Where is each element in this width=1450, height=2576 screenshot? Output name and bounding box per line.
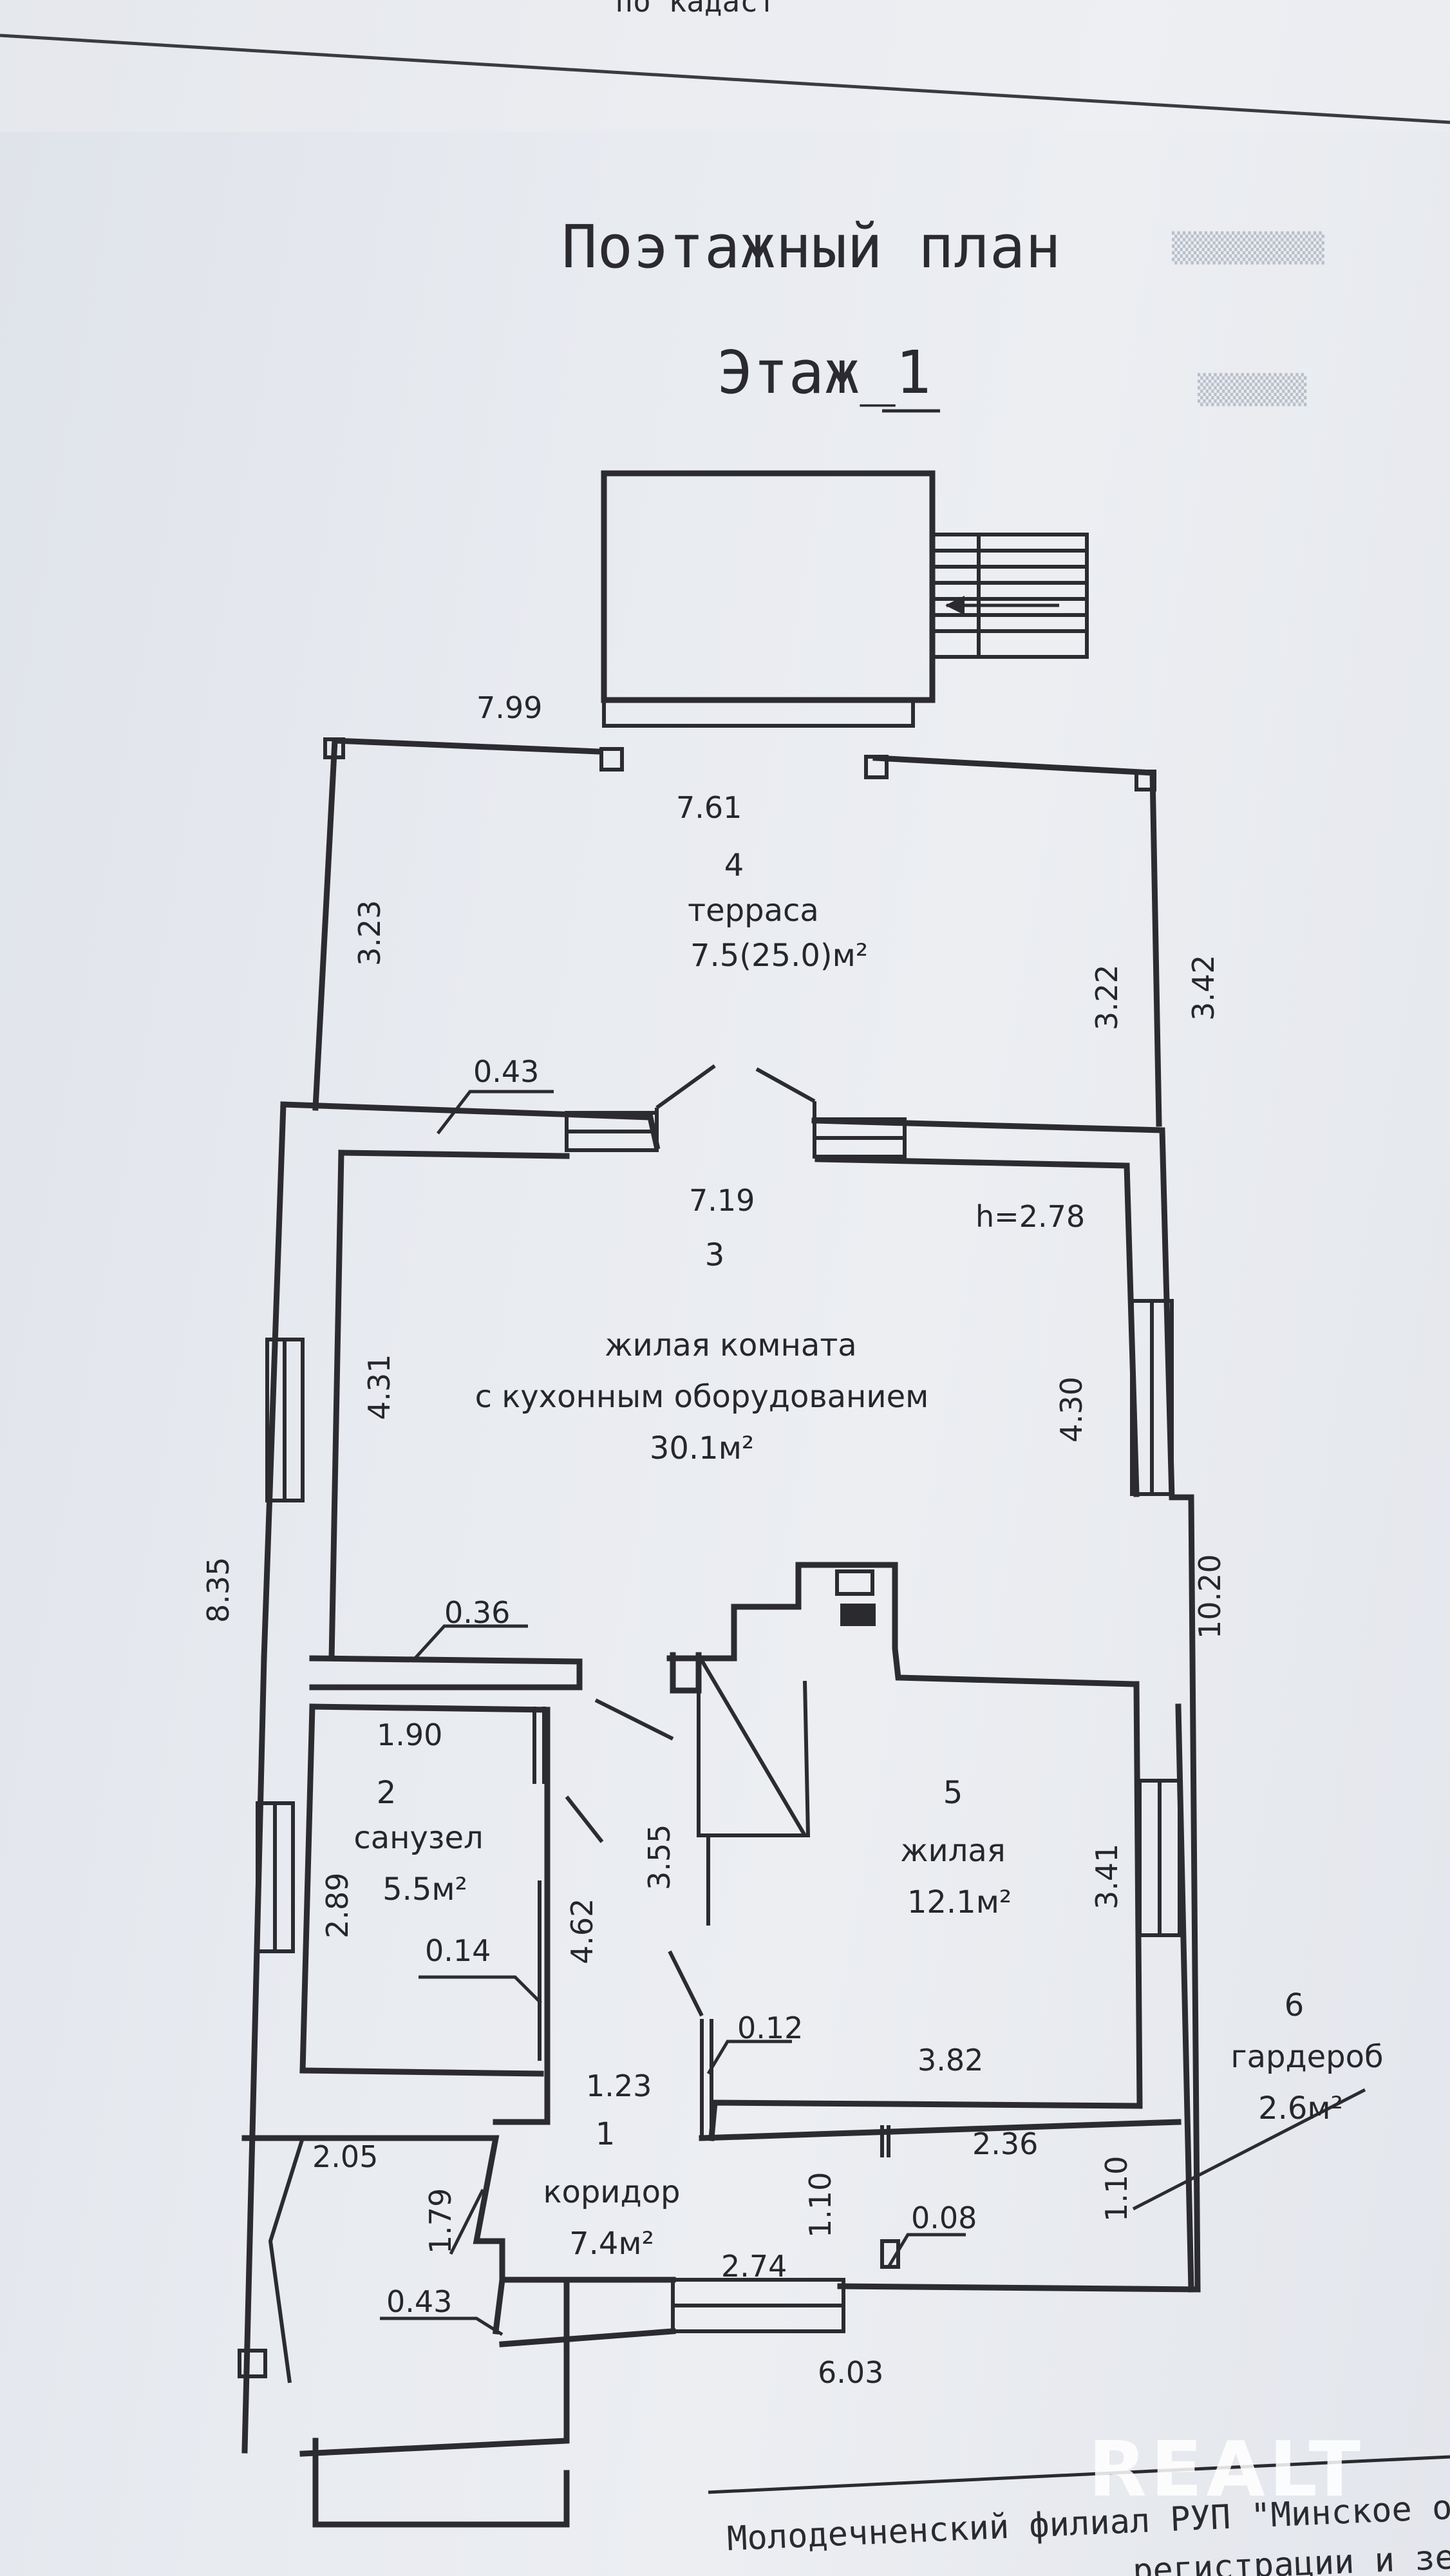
room-4-terrace-outline	[312, 737, 1162, 1127]
dim-0-08: 0.08	[911, 2201, 977, 2235]
room-6-area: 2.6м²	[1258, 2090, 1343, 2126]
room-6-number: 6	[1285, 1987, 1304, 2023]
dim-0-43-bottom: 0.43	[386, 2284, 452, 2319]
room-3-name-line1: жилая комната	[605, 1327, 856, 1363]
leader-lines	[380, 1090, 1366, 2336]
room-5-name: жилая	[900, 1833, 1005, 1869]
dim-3-55: 3.55	[642, 1824, 677, 1890]
arrow-head-icon	[945, 596, 965, 615]
dim-10-20: 10.20	[1192, 1554, 1227, 1639]
room-4-number: 4	[724, 848, 744, 884]
dim-1-10-b: 1.10	[1099, 2156, 1134, 2222]
interior-walls	[238, 1562, 1182, 2528]
dim-7-19: 7.19	[689, 1183, 755, 1218]
sheet-border-line	[0, 33, 1450, 124]
room-3-name-line2: с кухонным оборудованием	[475, 1379, 929, 1415]
room-1-name: коридор	[543, 2174, 680, 2210]
dim-2-74: 2.74	[721, 2249, 787, 2284]
dim-7-61: 7.61	[676, 790, 742, 825]
ceiling-height: h=2.78	[975, 1199, 1085, 1234]
dim-4-62: 4.62	[565, 1899, 599, 1964]
room-2-label: 2 санузел 5.5м²	[353, 1775, 483, 1908]
dim-3-22: 3.22	[1089, 965, 1124, 1030]
room-2-number: 2	[377, 1775, 397, 1811]
room-6-name: гардероб	[1230, 2039, 1383, 2075]
room-3-area: 30.1м²	[650, 1430, 754, 1466]
windows	[256, 1111, 1182, 2333]
footer-line-2: регистрации и зе	[1132, 2538, 1450, 2576]
room-4-label: 4 терраса 7.5(25.0)м²	[688, 848, 868, 974]
dim-8-35: 8.35	[201, 1557, 236, 1623]
dim-3-42: 3.42	[1186, 955, 1221, 1021]
dim-0-14: 0.14	[425, 1933, 491, 1968]
realt-watermark-logo: REALT	[1088, 2425, 1364, 2514]
room-5-label: 5 жилая 12.1м²	[900, 1775, 1012, 1920]
dim-6-03: 6.03	[818, 2355, 883, 2390]
room-4-name: терраса	[688, 893, 819, 929]
room-5-number: 5	[943, 1775, 963, 1811]
dim-2-05: 2.05	[312, 2139, 378, 2174]
dim-2-89: 2.89	[320, 1873, 355, 1938]
dim-1-23: 1.23	[586, 2069, 652, 2103]
room-1-label: 1 коридор 7.4м²	[543, 2116, 680, 2262]
floor-label: Этаж_1	[717, 338, 931, 407]
room-1-number: 1	[596, 2116, 616, 2152]
dim-0-43-top: 0.43	[473, 1054, 539, 1089]
room-2-name: санузел	[353, 1820, 483, 1856]
dim-4-31: 4.31	[362, 1354, 397, 1420]
room-2-area: 5.5м²	[382, 1871, 467, 1908]
porch-stairs	[930, 533, 1089, 659]
dimension-labels: 7.99 7.61 3.23 3.22 3.42 0.43 7.19 h=2.7…	[201, 690, 1227, 2390]
dim-3-82: 3.82	[918, 2043, 983, 2078]
dim-1-90: 1.90	[377, 1718, 442, 1752]
room-4-area: 7.5(25.0)м²	[690, 938, 868, 974]
dim-0-36: 0.36	[444, 1595, 510, 1630]
bleed-through-text: ▒▒▒▒▒▒▒	[1172, 231, 1324, 265]
chimney-icon	[840, 1604, 876, 1626]
room-3-number: 3	[705, 1237, 725, 1273]
plan-title: Поэтажный план	[561, 213, 1060, 281]
dim-0-12: 0.12	[737, 2011, 803, 2045]
bleed-through-text: ▒▒▒▒▒	[1198, 372, 1306, 406]
dim-1-10-a: 1.10	[803, 2172, 838, 2238]
dim-1-79: 1.79	[423, 2188, 458, 2254]
dim-3-41: 3.41	[1089, 1844, 1124, 1909]
dim-2-36: 2.36	[972, 2126, 1038, 2161]
dim-7-99: 7.99	[476, 690, 542, 725]
header-clipped-text: по кадаст	[615, 0, 775, 19]
terrace-double-door	[655, 1064, 816, 1146]
dim-3-23: 3.23	[352, 900, 387, 966]
room-1-area: 7.4м²	[569, 2226, 654, 2262]
room-6-label: 6 гардероб 2.6м²	[1230, 1987, 1383, 2126]
room-5-area: 12.1м²	[907, 1884, 1012, 1920]
room-3-label: 3 жилая комната с кухонным оборудованием…	[475, 1237, 929, 1466]
dim-4-30: 4.30	[1054, 1377, 1089, 1443]
entry-porch	[601, 470, 1089, 728]
